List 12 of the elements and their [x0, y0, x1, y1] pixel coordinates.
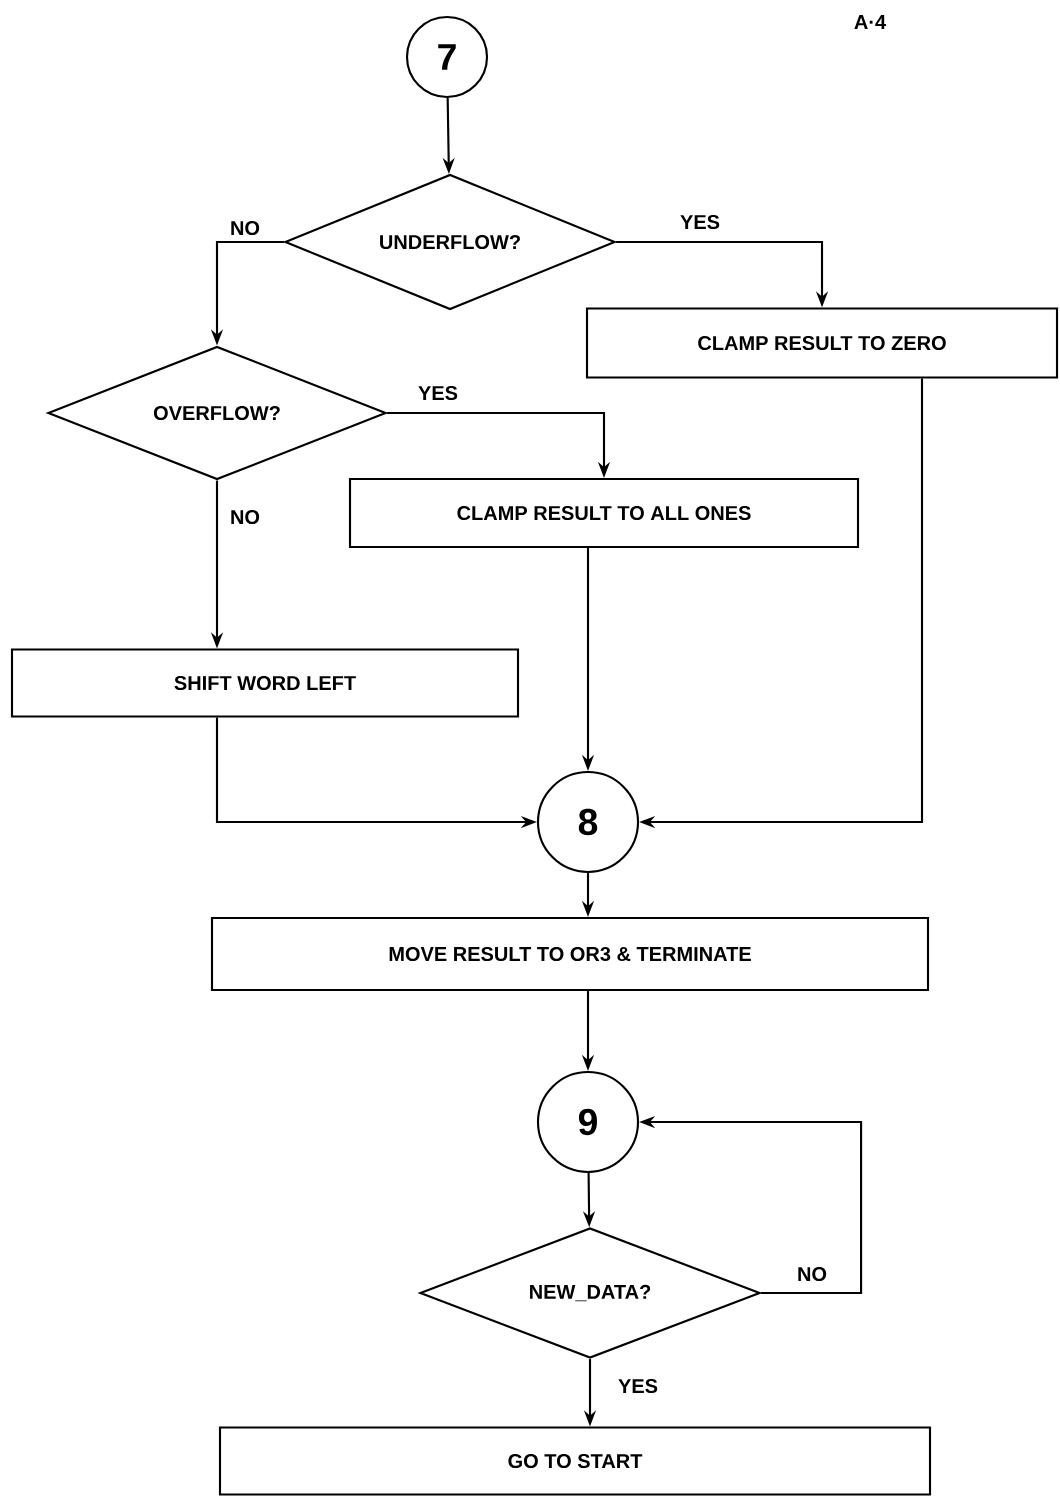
- edge-label: YES: [616, 1377, 660, 1395]
- process-box: SHIFT WORD LEFT: [10, 648, 520, 718]
- page-number: A·4: [854, 15, 886, 29]
- edge-label: NO: [228, 219, 262, 237]
- edge-label: YES: [678, 213, 722, 231]
- process-box: CLAMP RESULT TO ZERO: [585, 307, 1059, 379]
- process-box: GO TO START: [218, 1426, 932, 1496]
- edge-label: YES: [416, 384, 460, 402]
- process-box: MOVE RESULT TO OR3 & TERMINATE: [210, 916, 930, 992]
- process-box: CLAMP RESULT TO ALL ONES: [348, 477, 860, 549]
- edge-label: NO: [795, 1265, 829, 1283]
- edge-label: NO: [228, 508, 262, 526]
